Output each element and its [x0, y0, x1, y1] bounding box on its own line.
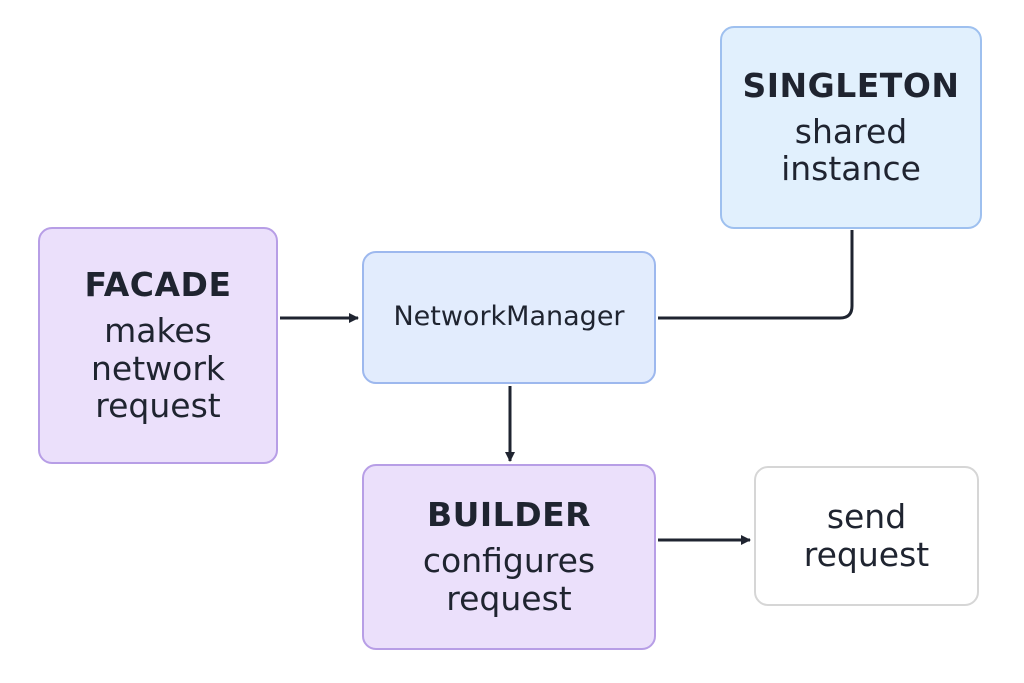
network-manager-label: NetworkManager — [393, 301, 625, 333]
singleton-description: shared instance — [781, 111, 921, 189]
facade-title: FACADE — [84, 264, 232, 304]
send-request-node: send request — [754, 466, 979, 606]
network-manager-node: NetworkManager — [362, 251, 656, 384]
send-request-description: send request — [803, 497, 930, 574]
builder-description: configures request — [422, 541, 596, 618]
facade-description: makes network request — [90, 310, 225, 426]
singleton-node: SINGLETON shared instance — [720, 26, 982, 229]
edge-singleton-to-network-manager — [658, 230, 854, 320]
builder-node: BUILDER configures request — [362, 464, 656, 650]
singleton-title: SINGLETON — [742, 65, 960, 105]
builder-title: BUILDER — [426, 495, 592, 535]
facade-node: FACADE makes network request — [38, 227, 278, 464]
